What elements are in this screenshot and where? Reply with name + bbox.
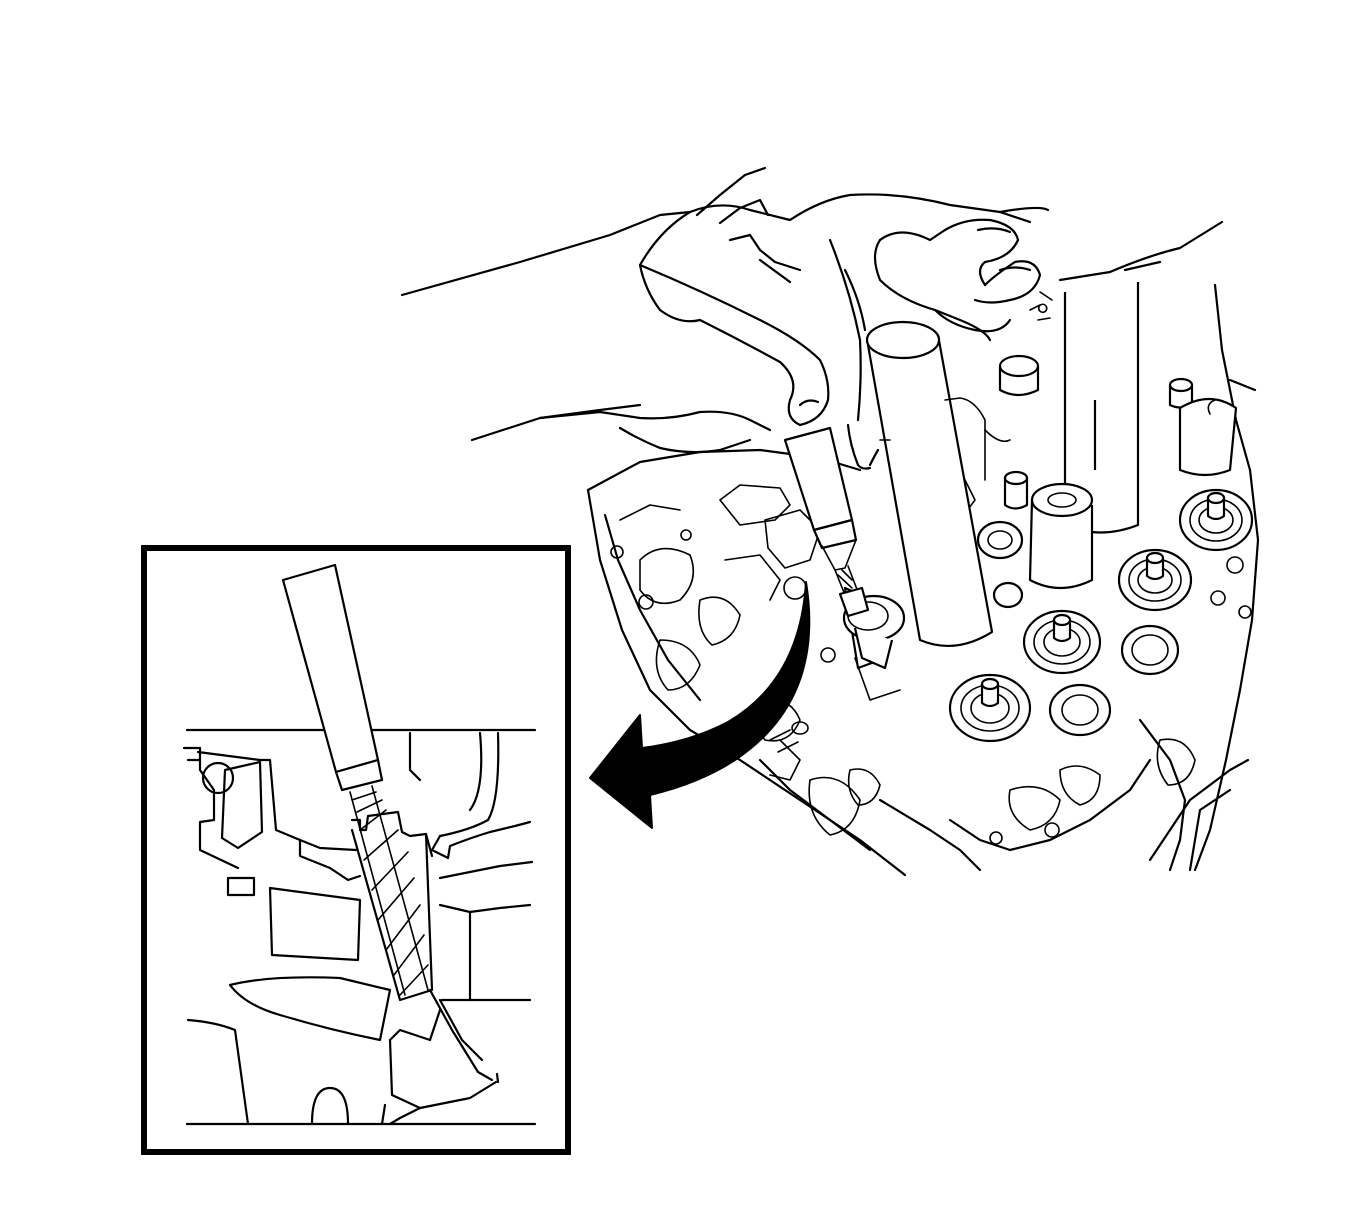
valve-boss <box>1178 488 1254 552</box>
valve-boss <box>948 673 1032 743</box>
detail-inset-valve-guide <box>141 545 571 1155</box>
guide-tube <box>865 320 1011 647</box>
callout-arrow[interactable] <box>589 581 811 829</box>
valve-boss <box>1022 609 1102 675</box>
valve-boss <box>1117 548 1193 612</box>
cylinder-head <box>586 282 1260 877</box>
valve-guide-reamer <box>783 426 870 618</box>
hand-holding-reamer <box>400 166 1224 470</box>
